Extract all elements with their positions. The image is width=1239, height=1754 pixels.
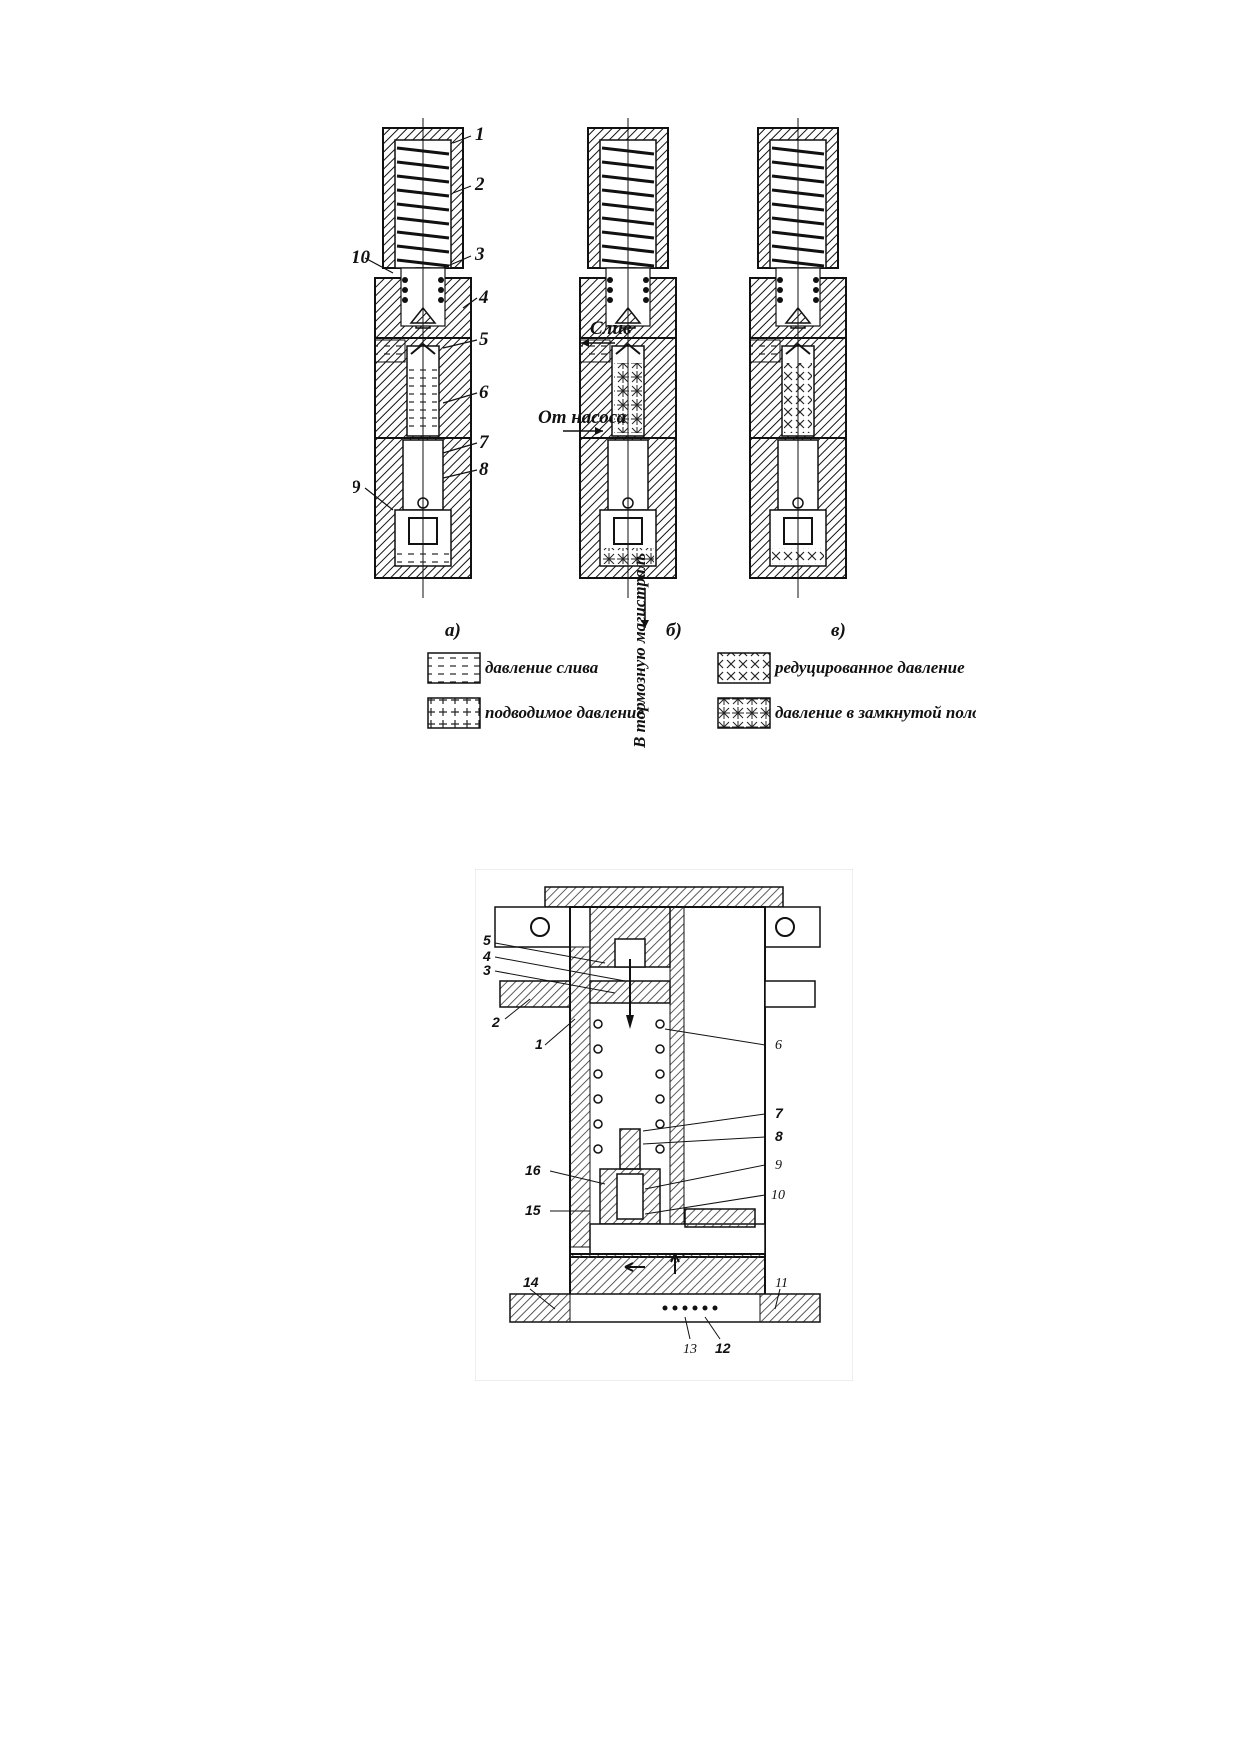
- part-3-label: 3: [483, 962, 491, 978]
- part-number-2: 2: [474, 174, 485, 195]
- part-8-label: 8: [775, 1128, 783, 1144]
- part-number-4: 4: [478, 287, 489, 308]
- part-number-5: 5: [479, 329, 489, 350]
- subfigure-label-a: а): [445, 620, 461, 641]
- part-15-label: 15: [525, 1202, 541, 1218]
- part-4-label: 4: [482, 948, 491, 964]
- part-10-label: 10: [771, 1188, 785, 1203]
- part-6-label: 6: [775, 1038, 782, 1053]
- from-pump-label: От насоса: [538, 407, 627, 428]
- subfigure-label-v: в): [831, 620, 846, 641]
- part-9-label: 9: [775, 1158, 782, 1173]
- part-12-label: 12: [715, 1340, 731, 1356]
- part-7-label: 7: [775, 1105, 784, 1121]
- part-number-8: 8: [479, 459, 489, 480]
- part-5-label: 5: [483, 932, 491, 948]
- part-number-9: 9: [353, 477, 361, 498]
- valve-cross-section-diagram: 1 2 3 4 5 6 7 8 9 10 11 12 13 14 15 16: [474, 868, 854, 1382]
- part-2-label: 2: [491, 1014, 500, 1030]
- part-11-label: 11: [775, 1276, 788, 1291]
- subfigure-label-b: б): [666, 620, 682, 641]
- legend-closed-cavity-pressure: давление в замкнутой полости: [775, 703, 976, 722]
- part-number-10: 10: [353, 247, 371, 268]
- legend: давление слива подводимое давление редуц…: [427, 652, 1011, 729]
- part-16-label: 16: [525, 1162, 541, 1178]
- part-number-7: 7: [479, 432, 490, 453]
- part-13-label: 13: [683, 1342, 697, 1357]
- reducing-valve-diagram: 1 2 3 4 5 6 7 8 9 10 Слив От насоса В то…: [351, 116, 1011, 755]
- drain-label: Слив: [590, 318, 632, 339]
- part-number-1: 1: [475, 124, 485, 145]
- part-number-6: 6: [479, 382, 489, 403]
- part-14-label: 14: [523, 1274, 539, 1290]
- to-brake-line-label: В тормозную магистраль: [630, 553, 649, 749]
- part-number-3: 3: [474, 244, 485, 265]
- legend-drain-pressure: давление слива: [485, 658, 599, 677]
- legend-supply-pressure: подводимое давление: [485, 703, 644, 722]
- legend-reduced-pressure: редуцированное давление: [773, 658, 965, 677]
- part-1-label: 1: [535, 1036, 543, 1052]
